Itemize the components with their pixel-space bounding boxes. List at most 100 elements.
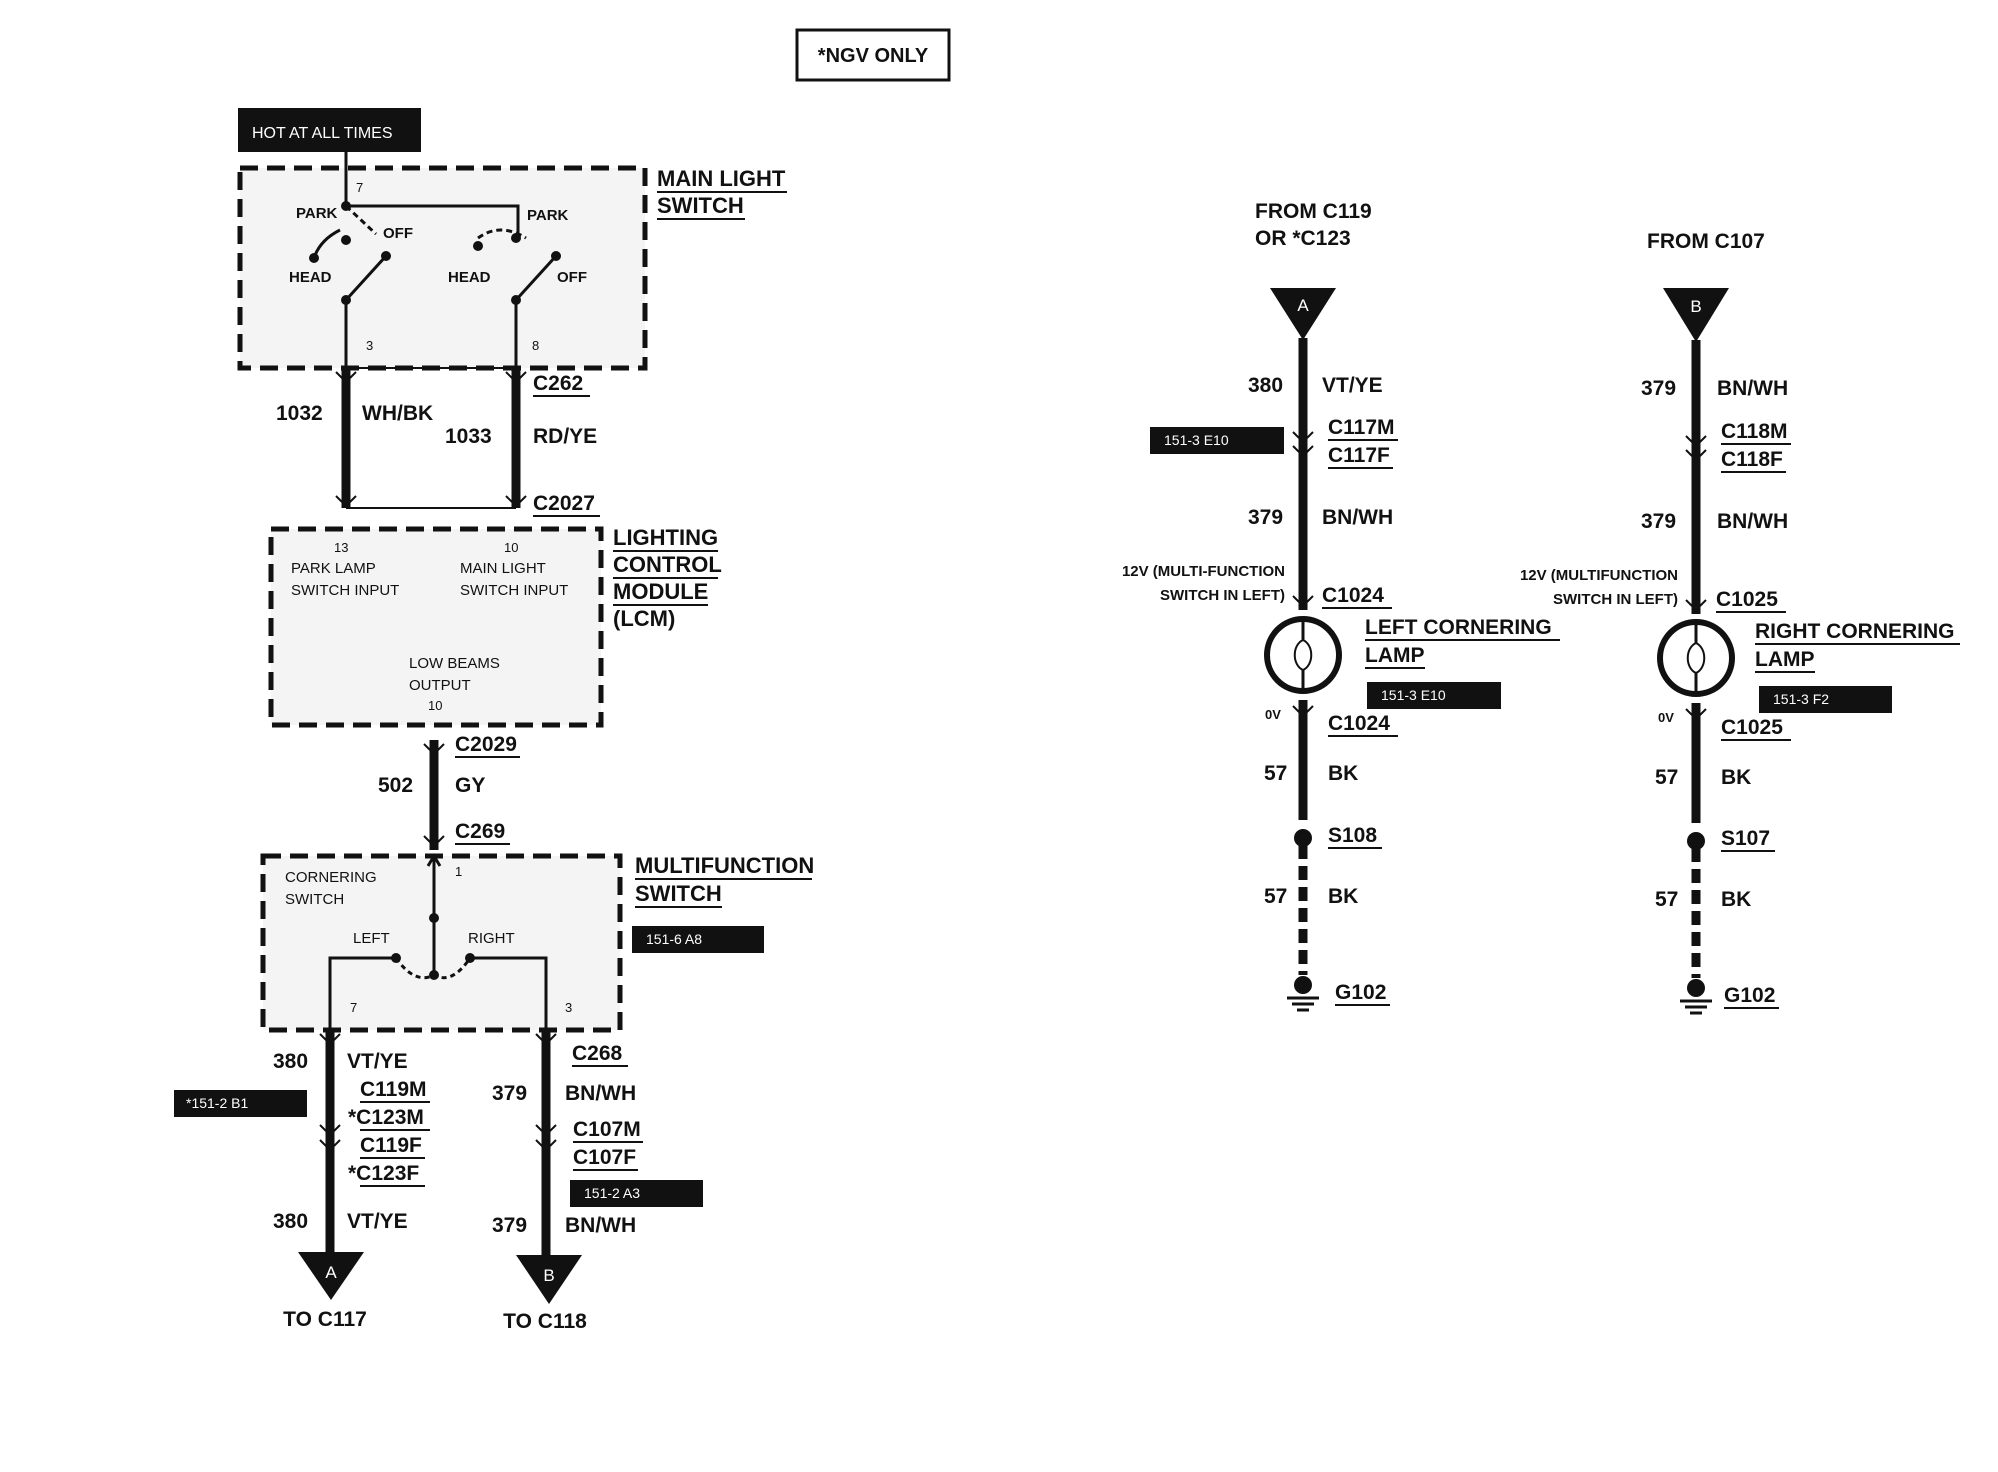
left-ref-1: 151-3 E10 xyxy=(1164,432,1229,448)
head-left-label: HEAD xyxy=(289,269,332,286)
splice-dot-s107 xyxy=(1687,832,1705,850)
right-voltage-1: 12V (MULTIFUNCTION xyxy=(1520,567,1678,584)
lcm-park-lamp: PARK LAMP xyxy=(291,560,376,577)
connector-c118m: C118M xyxy=(1721,420,1788,443)
right-ref-2-box xyxy=(1759,686,1892,713)
splice-s108: S108 xyxy=(1328,824,1377,847)
ground-icon xyxy=(1680,979,1712,1015)
splice-dot-s108 xyxy=(1294,829,1312,847)
left-position-label: LEFT xyxy=(353,930,390,947)
left-voltage-2: SWITCH IN LEFT) xyxy=(1160,587,1285,604)
bottom-left-ref: *151-2 B1 xyxy=(186,1095,248,1111)
lcm-low-beams: LOW BEAMS xyxy=(409,655,500,672)
color-wh-bk: WH/BK xyxy=(362,402,433,425)
left-color-bn-wh: BN/WH xyxy=(1322,506,1393,529)
color-gy: GY xyxy=(455,774,485,797)
multifunction-title-2: SWITCH xyxy=(635,881,722,906)
lcm-box xyxy=(268,526,604,728)
left-ref-2-box xyxy=(1367,682,1501,709)
lcm-output: OUTPUT xyxy=(409,677,471,694)
multifunction-title-1: MULTIFUNCTION xyxy=(635,853,814,878)
lcm-title-2: CONTROL xyxy=(613,552,722,577)
right-lamp-label-1: RIGHT CORNERING xyxy=(1755,620,1955,643)
ground-icon xyxy=(1287,976,1319,1012)
circuit-1033: 1033 xyxy=(445,425,492,448)
ngv-note: *NGV ONLY xyxy=(818,45,929,67)
off-left-label: OFF xyxy=(383,225,413,242)
ground-g102-left: G102 xyxy=(1335,981,1386,1004)
head-right-label: HEAD xyxy=(448,269,491,286)
junction-dot xyxy=(341,295,351,305)
connector-c2027: C2027 xyxy=(533,492,595,515)
cornering-label: CORNERING xyxy=(285,869,377,886)
bottom-right-ref: 151-2 A3 xyxy=(584,1185,640,1201)
circuit-380-lower: 380 xyxy=(273,1210,308,1233)
ground-g102-right: G102 xyxy=(1724,984,1775,1007)
color-bn-wh-lower: BN/WH xyxy=(565,1214,636,1237)
right-color-bn-wh-lower: BN/WH xyxy=(1717,510,1788,533)
junction-dot xyxy=(465,953,475,963)
right-ref-2: 151-3 F2 xyxy=(1773,691,1829,707)
arrow-a-bottom xyxy=(298,1252,364,1300)
lcm-title-4: (LCM) xyxy=(613,606,675,631)
lcm-main-switch-input: SWITCH INPUT xyxy=(460,582,568,599)
arrow-a-top xyxy=(1270,288,1336,340)
junction-dot xyxy=(429,970,439,980)
ngv-note-box xyxy=(795,28,951,82)
park-left-label: PARK xyxy=(296,205,338,222)
multifunction-pin-1: 1 xyxy=(455,864,462,879)
connector-c118f: C118F xyxy=(1721,448,1783,471)
multifunction-pin-7: 7 xyxy=(350,1000,357,1015)
left-ref-2: 151-3 E10 xyxy=(1381,687,1446,703)
connector-c119m: C119M xyxy=(360,1078,427,1101)
left-voltage-1: 12V (MULTI-FUNCTION xyxy=(1122,563,1285,580)
right-circuit-379-lower: 379 xyxy=(1641,510,1676,533)
junction-dot xyxy=(551,251,561,261)
left-color-vt-ye: VT/YE xyxy=(1322,374,1383,397)
left-lamp-label-2: LAMP xyxy=(1365,644,1425,667)
left-circuit-57-upper: 57 xyxy=(1264,762,1287,785)
circuit-379-upper: 379 xyxy=(492,1082,527,1105)
right-color-bn-wh-upper: BN/WH xyxy=(1717,377,1788,400)
circuit-1032: 1032 xyxy=(276,402,323,425)
main-switch-pin-3: 3 xyxy=(366,338,373,353)
connector-c1025-upper: C1025 xyxy=(1716,588,1778,611)
right-lamp-label-2: LAMP xyxy=(1755,648,1815,671)
connector-c123m: *C123M xyxy=(348,1106,424,1129)
left-lamp-label-1: LEFT CORNERING xyxy=(1365,616,1552,639)
connector-c268: C268 xyxy=(572,1042,623,1065)
color-rd-ye: RD/YE xyxy=(533,425,597,448)
color-vt-ye-upper: VT/YE xyxy=(347,1050,408,1073)
right-zero-volt: 0V xyxy=(1658,710,1674,725)
junction-dot xyxy=(381,251,391,261)
left-circuit-from-1: FROM C119 xyxy=(1255,200,1372,223)
connector-c1024-lower: C1024 xyxy=(1328,712,1390,735)
connector-c107f: C107F xyxy=(573,1146,636,1169)
right-circuit-57-lower: 57 xyxy=(1655,888,1678,911)
main-light-switch-box xyxy=(237,165,648,371)
connector-c262: C262 xyxy=(533,372,583,395)
lcm-pin-10-low: 10 xyxy=(428,698,442,713)
left-ref-1-box xyxy=(1150,427,1284,454)
splice-s107: S107 xyxy=(1721,827,1770,850)
off-right-label: OFF xyxy=(557,269,587,286)
arrow-b-bottom xyxy=(516,1255,582,1304)
multifunction-pin-3: 3 xyxy=(565,1000,572,1015)
right-cornering-lamp-icon xyxy=(1657,619,1735,697)
multifunction-ref-box xyxy=(632,926,764,953)
connector-c1025-lower: C1025 xyxy=(1721,716,1783,739)
main-switch-pin-7: 7 xyxy=(356,180,363,195)
hot-label-box xyxy=(238,108,421,152)
right-color-bk-lower: BK xyxy=(1721,888,1751,911)
connector-c1024-upper: C1024 xyxy=(1322,584,1384,607)
lcm-title-1: LIGHTING xyxy=(613,525,718,550)
bottom-left-ref-box xyxy=(174,1090,307,1117)
connector-c269: C269 xyxy=(455,820,505,843)
left-circuit-379: 379 xyxy=(1248,506,1283,529)
left-circuit-from-2: OR *C123 xyxy=(1255,227,1351,250)
right-circuit-57-upper: 57 xyxy=(1655,766,1678,789)
arrow-a-top-label: A xyxy=(1297,296,1309,315)
main-switch-internals xyxy=(312,152,558,368)
to-c117: TO C117 xyxy=(283,1308,367,1331)
